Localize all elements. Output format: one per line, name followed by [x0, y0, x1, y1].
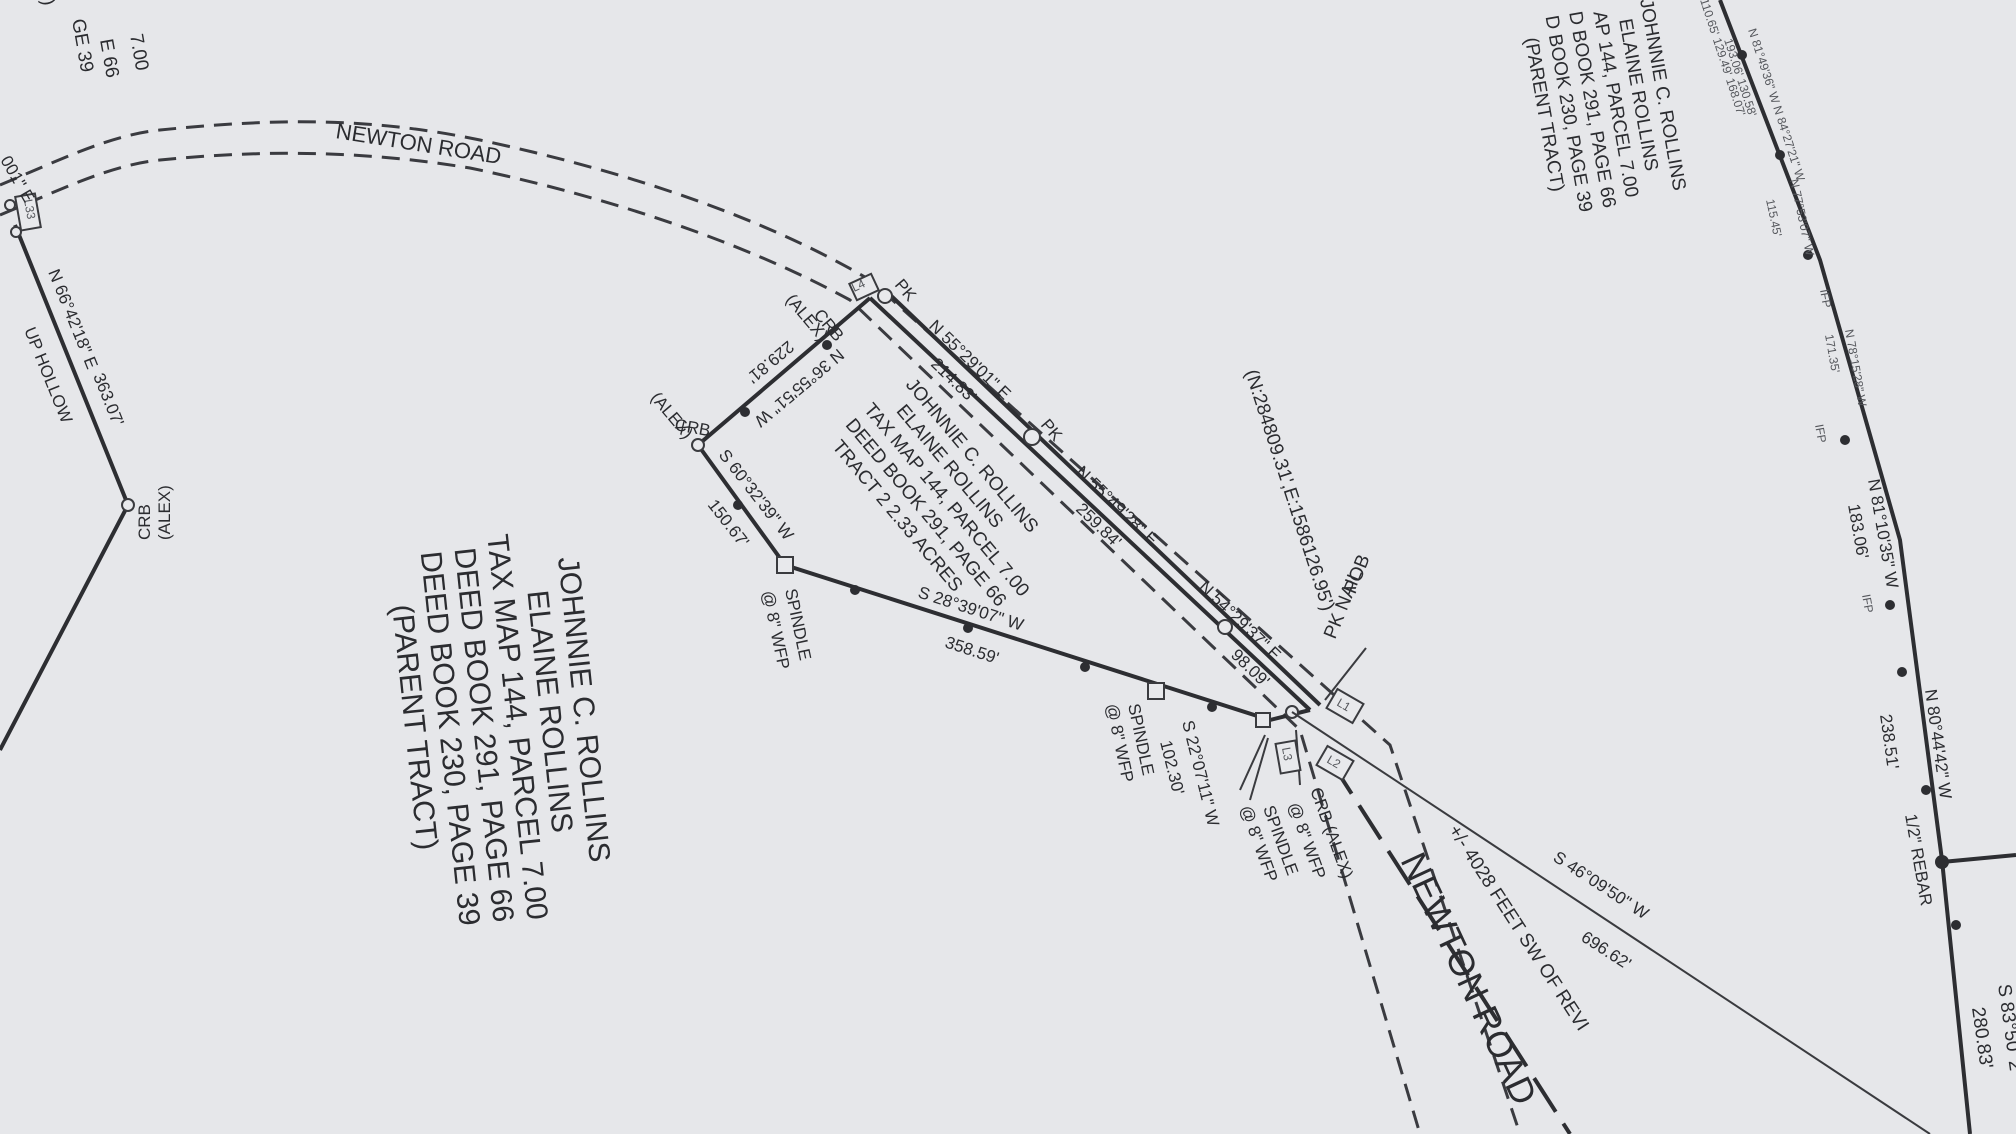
l33-tag	[14, 192, 42, 232]
top-left-frag-4: )	[37, 0, 59, 7]
right-dot-7	[1921, 785, 1931, 795]
crb-left-label-b: (ALEX)	[155, 485, 174, 540]
dot-4	[850, 585, 860, 595]
right-dot-8	[1935, 855, 1949, 869]
top-left-frag-2: E 66	[95, 37, 122, 79]
parent-tract-label: JOHNNIE C. ROLLINS ELAINE ROLLINS TAX MA…	[385, 533, 616, 928]
l4-tag	[847, 272, 881, 302]
newton-road-edge-inner	[0, 151, 1422, 1134]
right-dot-2	[1775, 150, 1785, 160]
top-left-frag-1: 7.00	[125, 32, 152, 72]
leader-pob	[1324, 647, 1367, 701]
newton-road-edge-outer	[0, 120, 1522, 1134]
right-distance-115: 115.45'	[1763, 198, 1785, 238]
distance-s46: 696.62'	[1578, 927, 1635, 973]
crb-mid-label-b: (ALEX)	[647, 388, 697, 442]
right-branch-line	[1941, 853, 2016, 864]
spindle-marker-3	[1255, 712, 1271, 728]
right-dot-3	[1803, 250, 1813, 260]
monument-l33-b	[10, 226, 22, 238]
distance-229: 229.81'	[743, 337, 798, 387]
right-distance-183: 183.06'	[1844, 502, 1872, 560]
monument-l33-a	[4, 199, 16, 211]
up-hollow-label: UP HOLLOW	[20, 324, 76, 425]
right-dot-9	[1951, 920, 1961, 930]
dot-7	[1207, 702, 1217, 712]
bearing-s22: S 22°07'11" W	[1178, 718, 1223, 828]
newton-road-bottom-edge	[1328, 758, 1572, 1134]
dot-5	[963, 623, 973, 633]
top-left-bearing-fragment: 001" E	[0, 153, 38, 206]
dot-6	[1080, 662, 1090, 672]
tie-line-s46	[1291, 711, 1931, 1134]
right-dot-1	[1737, 50, 1747, 60]
distance-102: 102.30'	[1156, 738, 1188, 796]
distance-358: 358.59'	[943, 633, 1001, 668]
leader-spindle	[1239, 734, 1269, 801]
right-distance-171: 171.35'	[1822, 333, 1843, 374]
l33-label: L33	[21, 198, 38, 220]
right-distance-238: 238.51'	[1876, 713, 1903, 770]
dot-3	[733, 500, 743, 510]
right-dot-5	[1885, 600, 1895, 610]
dot-1	[740, 407, 750, 417]
right-bearing-n78: N 78°15'28" W	[1842, 328, 1869, 408]
monument-pob-a	[1217, 619, 1233, 635]
crb-left-label: CRB	[135, 504, 154, 540]
crb-monument-mid	[691, 438, 705, 452]
l2-label: L2	[1325, 752, 1344, 771]
crb-monument-left	[121, 498, 135, 512]
l3-label: L3	[1279, 746, 1295, 762]
l3-tag	[1274, 739, 1302, 775]
right-dot-4	[1840, 435, 1850, 445]
top-left-frag-3: GE 39	[67, 17, 97, 74]
coords-label: (N:284809.31',E:1586126.95')	[1240, 367, 1338, 613]
ifp-label-2: IFP	[1812, 423, 1829, 444]
spindle-marker-2	[1147, 682, 1165, 700]
l1-tag	[1325, 687, 1365, 725]
spindle-marker-1	[776, 556, 794, 574]
pk-monument-1	[877, 288, 893, 304]
pk-monument-2	[1023, 428, 1041, 446]
ifp-label-3: IFP	[1859, 593, 1876, 614]
top-right-tract-label: JOHNNIE C. ROLLINS ELAINE ROLLINS AP 144…	[1520, 0, 1689, 214]
right-bearing-s83: S 83°50' 2	[1993, 983, 2016, 1072]
right-bearing-n77: N 77°53'07" W	[1787, 178, 1817, 258]
right-dot-6	[1897, 667, 1907, 677]
tract2-road-line	[883, 288, 1322, 707]
bearing-s46: S 46°09'50" W	[1550, 847, 1652, 923]
ifp-label-1: IFP	[1817, 288, 1834, 309]
right-boundary-line	[1718, 0, 1972, 1134]
distance-150: 150.67'	[704, 496, 753, 551]
l4-label: L4	[849, 276, 867, 294]
newton-road-label-bottom: NEWTON ROAD	[1393, 846, 1546, 1111]
l2-tag	[1315, 744, 1355, 782]
right-distance-280: 280.83'	[1967, 1006, 1996, 1070]
l1-label: L1	[1335, 695, 1354, 714]
rebar-label: 1/2" REBAR	[1901, 812, 1936, 907]
dot-2	[822, 340, 832, 350]
